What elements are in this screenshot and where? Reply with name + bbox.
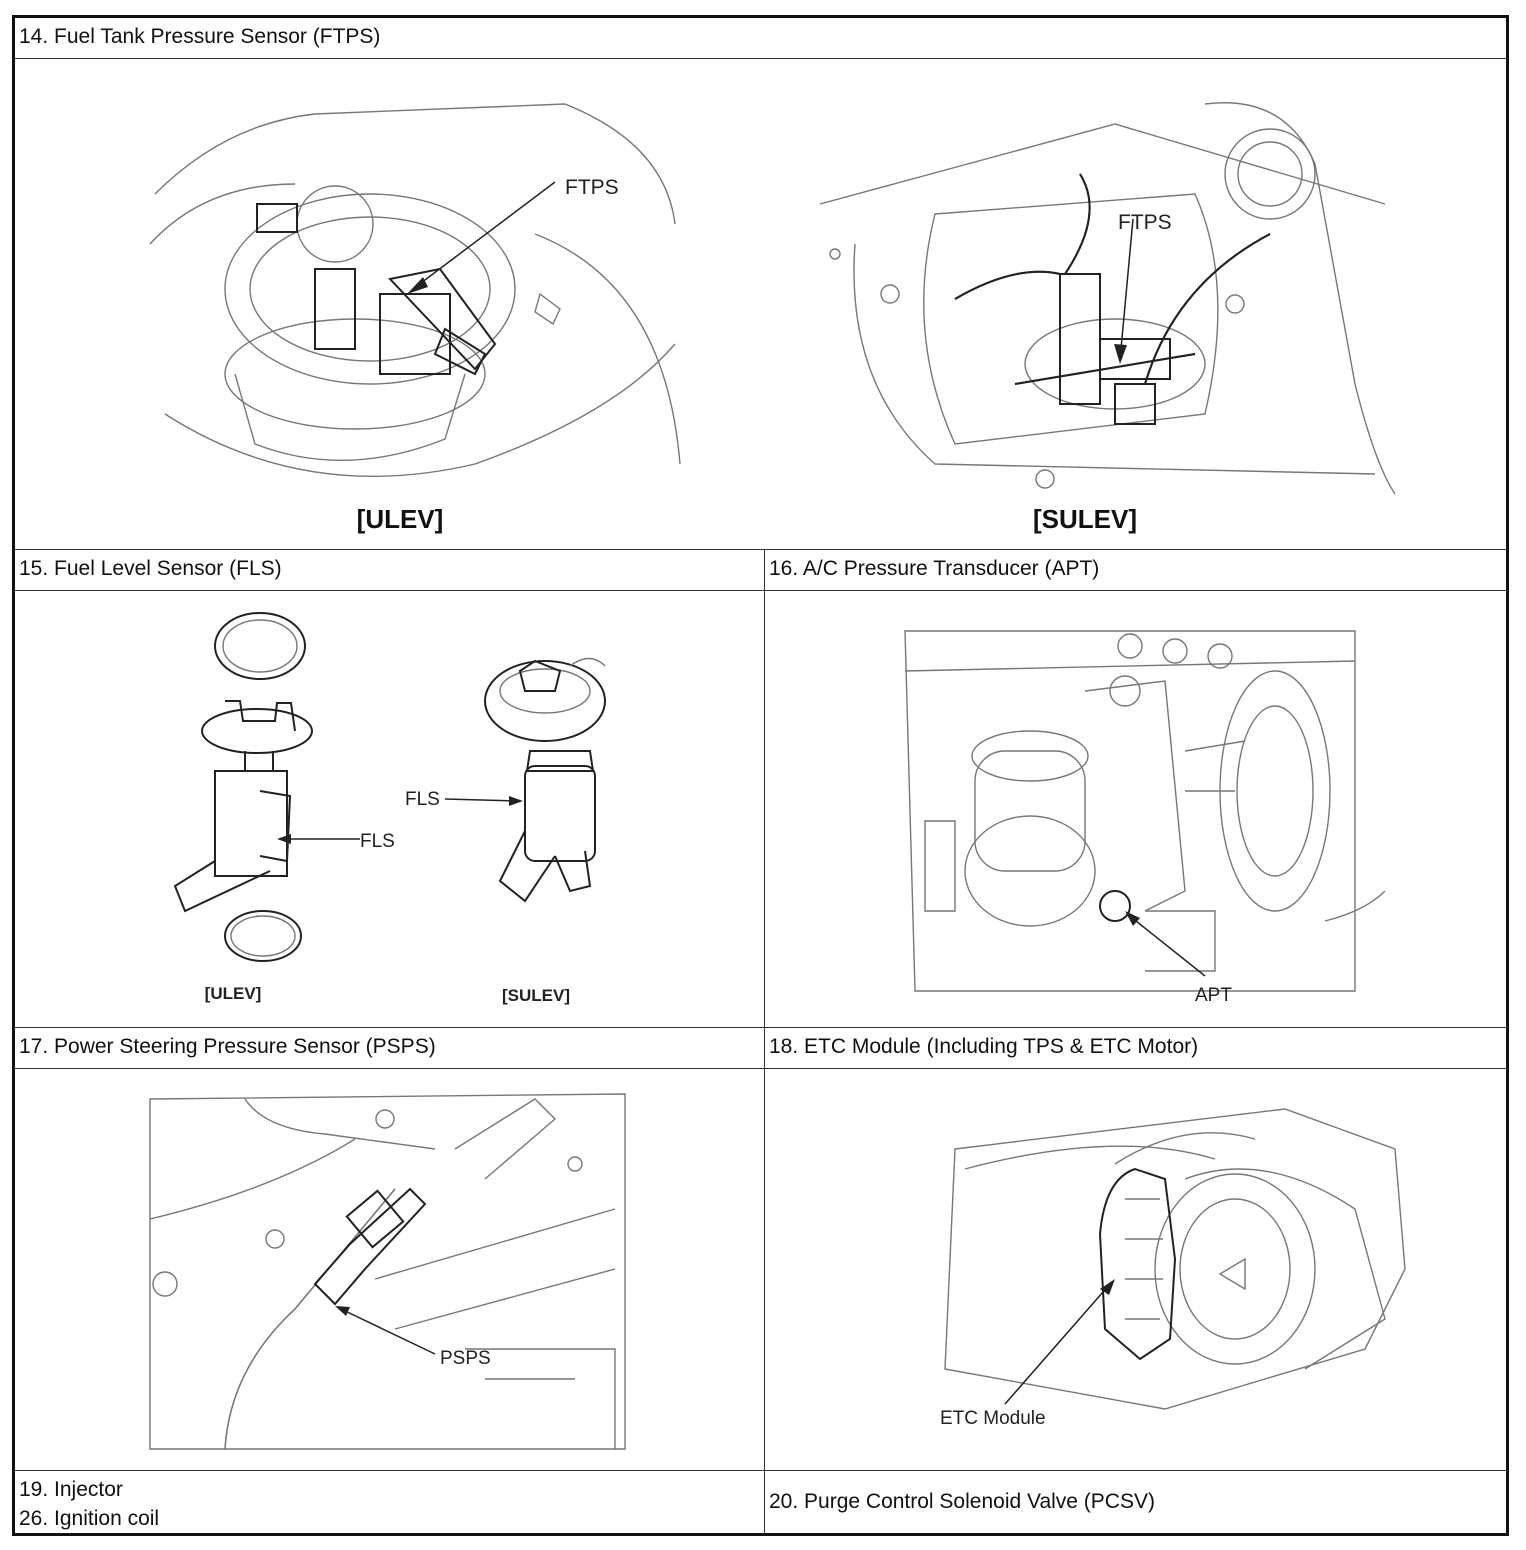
section-19-20-row: 19. Injector 26. Ignition coil 20. Purge…: [15, 1471, 1506, 1533]
section-18-title: 18. ETC Module (Including TPS & ETC Moto…: [764, 1028, 1506, 1068]
section-15-title: 15. Fuel Level Sensor (FLS): [19, 557, 282, 580]
section-19-cell: 19. Injector 26. Ignition coil: [15, 1471, 764, 1533]
psps-label: PSPS: [440, 1348, 491, 1369]
fls-sulev-caption: [SULEV]: [502, 986, 570, 1005]
ftps-sulev-caption-wrap: [SULEV]: [1000, 499, 1170, 539]
section-20-title: 20. Purge Control Solenoid Valve (PCSV): [764, 1471, 1506, 1533]
section-15-16-header-row: 15. Fuel Level Sensor (FLS) 16. A/C Pres…: [15, 550, 1506, 591]
ftps-ulev-label: FTPS: [565, 176, 619, 199]
apt-cell: APT: [764, 591, 1506, 1027]
apt-illustration: APT: [904, 630, 1386, 1006]
section-17-18-figure-row: PSPS ETC Module: [15, 1069, 1506, 1471]
section-19-title: 19. Injector: [19, 1478, 123, 1501]
section-16-title: 16. A/C Pressure Transducer (APT): [764, 550, 1506, 590]
fls-ulev-label: FLS: [360, 831, 395, 852]
etc-module-label: ETC Module: [940, 1408, 1046, 1429]
section-14-figure-row: FTPS [ULEV]: [15, 59, 1506, 550]
fls-ulev-caption: [ULEV]: [205, 984, 262, 1003]
fls-cell: FLS [ULEV] FLS [SULEV]: [15, 591, 764, 1027]
psps-cell: PSPS: [15, 1069, 764, 1470]
section-15-16-figure-row: FLS [ULEV] FLS [SULEV]: [15, 591, 1506, 1028]
ftps-ulev-caption: [ULEV]: [356, 504, 444, 534]
ftps-ulev-illustration: FTPS: [145, 84, 685, 504]
ftps-ulev-caption-wrap: [ULEV]: [315, 499, 485, 539]
section-14-title: 14. Fuel Tank Pressure Sensor (FTPS): [19, 25, 381, 48]
etc-illustration: ETC Module: [940, 1108, 1406, 1429]
ftps-sulev-illustration: FTPS: [815, 84, 1405, 504]
section-17-18-header-row: 17. Power Steering Pressure Sensor (PSPS…: [15, 1028, 1506, 1069]
apt-label: APT: [1195, 985, 1232, 1006]
etc-cell: ETC Module: [764, 1069, 1506, 1470]
component-table: 14. Fuel Tank Pressure Sensor (FTPS): [12, 15, 1509, 1536]
section-14-header-row: 14. Fuel Tank Pressure Sensor (FTPS): [15, 18, 1506, 59]
fls-sulev-label: FLS: [405, 789, 440, 810]
ftps-sulev-caption: [SULEV]: [1033, 504, 1137, 534]
fls-illustration: FLS [ULEV] FLS [SULEV]: [173, 612, 606, 1005]
psps-illustration: PSPS: [149, 1093, 626, 1450]
section-26-title: 26. Ignition coil: [19, 1507, 160, 1530]
section-17-title: 17. Power Steering Pressure Sensor (PSPS…: [19, 1035, 436, 1058]
ftps-sulev-label: FTPS: [1118, 211, 1172, 234]
